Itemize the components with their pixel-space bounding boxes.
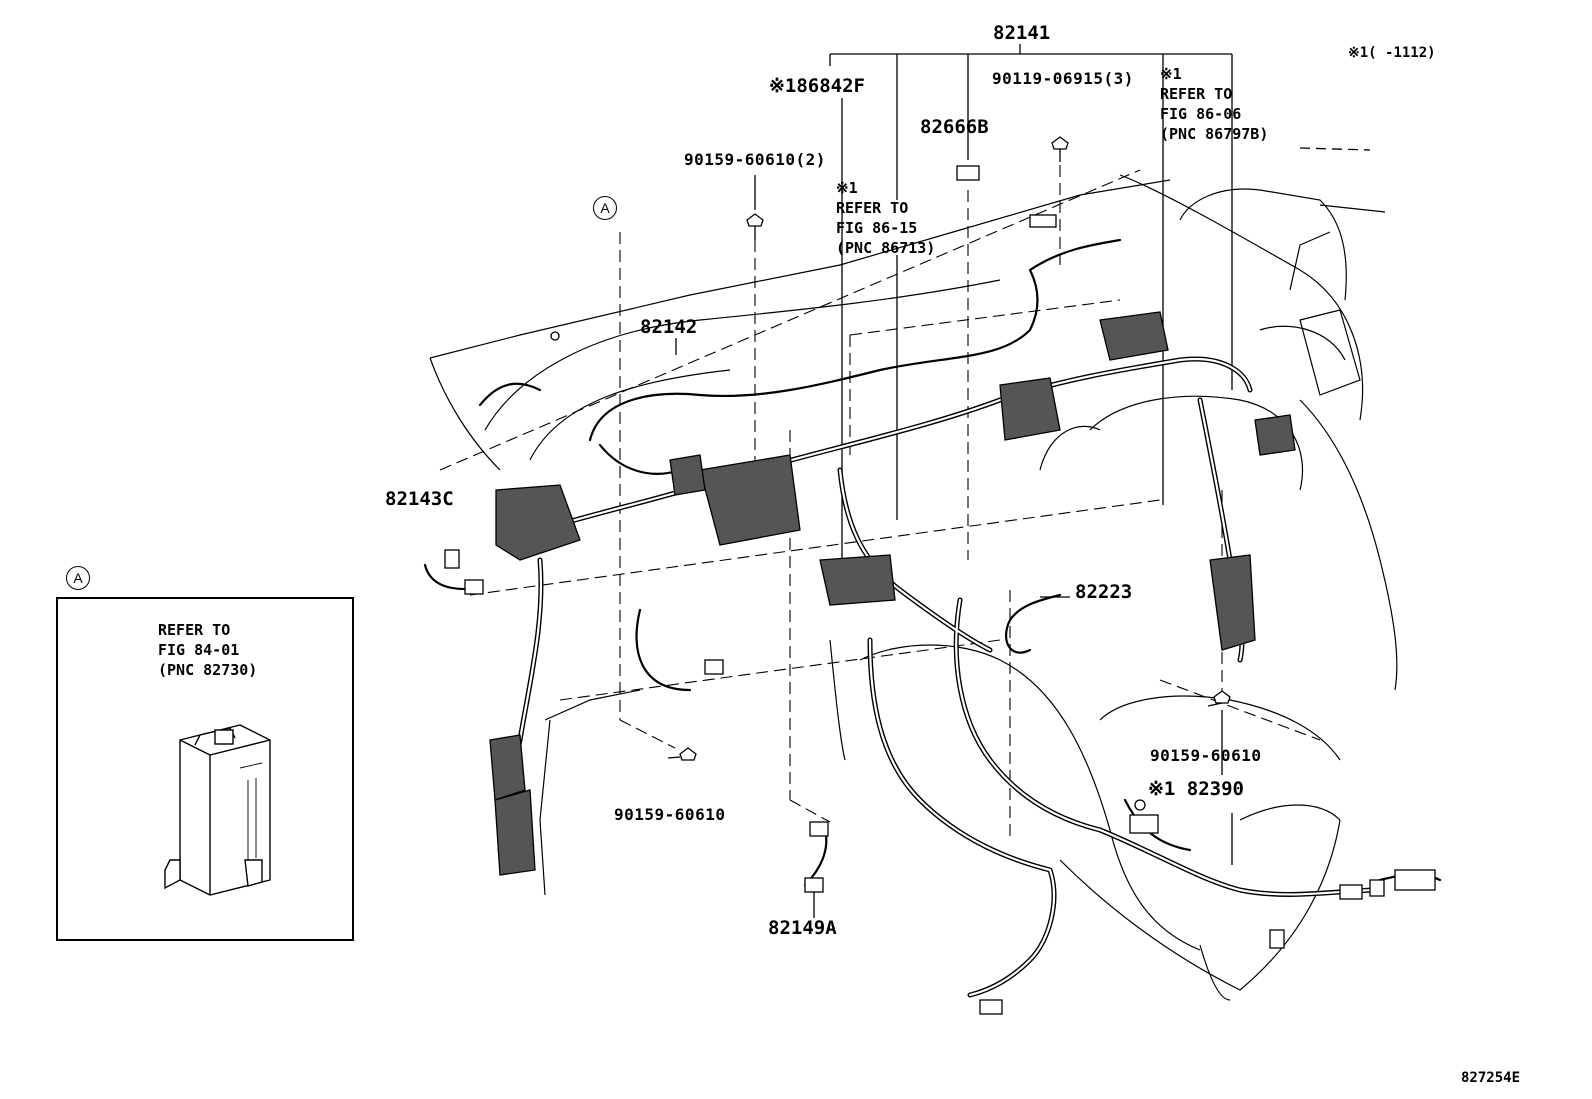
reference-line: FIG 84-01 (158, 641, 240, 659)
part-label-82142: 82142 (640, 316, 698, 338)
callout-a-marker: A (593, 196, 617, 220)
reference-fig-84-01: REFER TO FIG 84-01 (PNC 82730) (158, 620, 257, 680)
reference-line: (PNC 86797B) (1160, 125, 1269, 143)
inset-callout-a-marker: A (66, 566, 90, 590)
reference-mark: ※1 (1160, 65, 1182, 83)
part-label-82390: ※1 82390 (1148, 778, 1244, 800)
reference-fig-86-06: ※1 REFER TO FIG 86-06 (PNC 86797B) (1160, 64, 1268, 144)
part-label-82141: 82141 (993, 22, 1051, 44)
part-label-82149a: 82149A (768, 917, 837, 939)
reference-mark: ※1 (836, 179, 858, 197)
reference-line: FIG 86-06 (1160, 105, 1242, 123)
part-label-82666b: 82666B (920, 116, 989, 138)
part-label-90119-06915: 90119-06915(3) (992, 69, 1134, 88)
reference-line: REFER TO (1160, 85, 1233, 103)
inset-panel (56, 597, 354, 941)
figure-code: 827254E (1461, 1070, 1521, 1086)
part-label-90159-60610-bottom: 90159-60610 (614, 805, 726, 824)
reference-fig-86-15: ※1 REFER TO FIG 86-15 (PNC 86713) (836, 178, 935, 258)
part-label-90159-60610-top: 90159-60610(2) (684, 150, 826, 169)
reference-line: (PNC 82730) (158, 661, 258, 679)
applicability-note: ※1( -1112) (1348, 45, 1436, 61)
part-label-90159-60610-right: 90159-60610 (1150, 746, 1262, 765)
reference-line: (PNC 86713) (836, 239, 936, 257)
part-label-86842f: ※186842F (769, 75, 865, 97)
reference-line: REFER TO (158, 621, 231, 639)
reference-line: FIG 86-15 (836, 219, 918, 237)
part-label-82223: 82223 (1075, 581, 1133, 603)
part-label-82143c: 82143C (385, 488, 454, 510)
reference-line: REFER TO (836, 199, 909, 217)
